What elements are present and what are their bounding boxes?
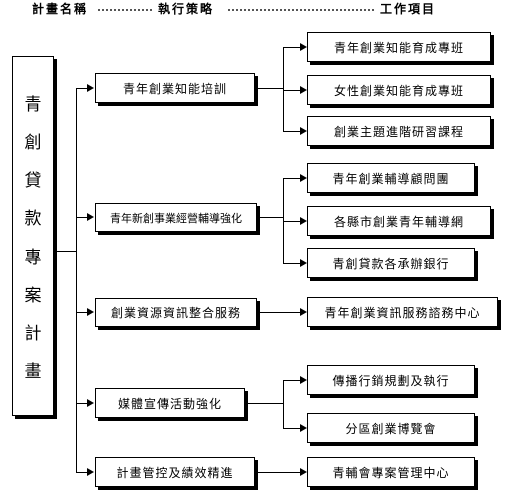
arrow-head [87,213,94,221]
header-work-items: 工作項目 [380,2,437,16]
arrow-head [87,84,94,92]
connector-line [76,403,87,404]
connector-line [283,428,300,429]
arrow-head [300,376,307,384]
header-project-name: 計畫名稱 [32,2,89,16]
strategy-box: 青年新創事業經營輔導強化 [95,203,257,232]
connector-line [283,263,300,264]
work-item-box: 青年創業知能育成專班 [307,32,491,62]
arrow-head [300,259,307,267]
connector-line [76,88,87,89]
connector-line [76,312,87,313]
project-title-char: 案 [24,285,42,306]
arrow-head [300,86,307,94]
work-item-box: 分區創業博覽會 [307,413,475,443]
strategy-box: 計畫管控及績效精進 [95,457,255,487]
project-title-box: 青 創 貸 款 專 案 計 畫 [12,56,54,416]
arrow-head [87,468,94,476]
project-title-char: 專 [24,247,42,268]
arrow-head [300,43,307,51]
arrow-head [87,308,94,316]
connector-line [283,47,300,48]
arrow-head [87,399,94,407]
work-item-box: 青創貸款各承辦銀行 [307,248,475,278]
project-title-char: 畫 [24,361,42,382]
work-item-box: 各縣市創業青年輔導網 [307,206,491,236]
connector-line [283,380,284,428]
connector-line [245,403,283,404]
connector-line [283,380,300,381]
arrow-head [300,127,307,135]
header-dotted-leader [98,9,152,11]
work-item-box: 傳播行銷規劃及執行 [307,365,475,395]
connector-line [257,217,283,218]
arrow-head [300,174,307,182]
connector-line [255,88,283,89]
arrow-head [300,217,307,225]
connector-line [283,221,300,222]
connector-line [283,47,284,131]
project-title-char: 創 [24,133,42,154]
header-strategy: 執行策略 [158,2,215,16]
project-title-char: 貸 [24,171,42,192]
work-item-box: 青年創業資訊服務諮務中心 [307,297,498,327]
connector-line [76,217,87,218]
header-dotted-leader [228,9,374,11]
work-item-box: 青輔會專案管理中心 [307,457,475,487]
arrow-head [300,424,307,432]
arrow-head [300,308,307,316]
connector-line [283,178,300,179]
strategy-box: 青年創業知能培訓 [95,73,255,103]
work-item-box: 創業主題進階研習課程 [307,116,491,146]
connector-line [257,312,300,313]
strategy-box: 創業資源資訊整合服務 [95,298,257,327]
arrow-head [300,468,307,476]
connector-line [54,251,76,252]
connector-line [283,131,300,132]
connector-line [283,90,300,91]
connector-line [76,472,87,473]
project-title-char: 款 [24,209,42,230]
strategy-box: 媒體宣傳活動強化 [95,388,245,418]
project-title-char: 計 [24,323,42,344]
work-item-box: 女性創業知能育成專班 [307,75,491,105]
project-title-char: 青 [24,95,42,116]
connector-line [76,88,77,472]
connector-line [255,472,300,473]
connector-line [283,178,284,263]
work-item-box: 青年創業輔導顧問團 [307,163,475,193]
